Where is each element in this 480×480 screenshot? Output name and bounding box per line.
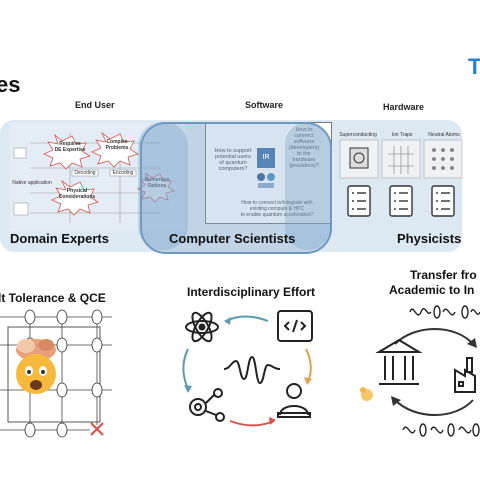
ir-box: IR bbox=[257, 148, 275, 168]
tag-native-application: Native application bbox=[12, 180, 52, 186]
hw-neutral-atoms-label: Neutral Atoms bbox=[428, 132, 460, 138]
role-computer-scientists: Computer Scientists bbox=[169, 231, 296, 246]
user-laptop-icon bbox=[277, 383, 311, 418]
transfer-diagram bbox=[355, 300, 480, 445]
role-physicists: Physicists bbox=[397, 231, 462, 246]
factory-icon bbox=[454, 357, 476, 393]
section-transfer-title-line2: Academic to In bbox=[389, 283, 475, 297]
tool-logos bbox=[256, 172, 276, 190]
column-header-software: Software bbox=[245, 100, 284, 110]
hand-icon bbox=[360, 387, 373, 401]
column-header-hardware: Hardware bbox=[383, 102, 425, 112]
section-interdisciplinary-title: Interdisciplinary Effort bbox=[186, 285, 316, 299]
overlap-right bbox=[285, 122, 330, 250]
hw-ion-traps-label: Ion Traps bbox=[391, 132, 413, 138]
overlap-left bbox=[138, 122, 188, 250]
gear-network-icon bbox=[189, 388, 225, 422]
section-fault-tolerance-title: lt Tolerance & QCE bbox=[0, 291, 106, 305]
computer-scientists-ellipse bbox=[140, 122, 332, 254]
slide-title: es bbox=[0, 72, 21, 97]
tag-decoding: Decoding bbox=[74, 170, 96, 176]
column-header-end-user: End User bbox=[75, 100, 115, 110]
exploding-head-icon bbox=[8, 336, 64, 398]
code-window-icon bbox=[277, 310, 313, 342]
interdisciplinary-cycle bbox=[176, 305, 326, 433]
waveform-icon bbox=[223, 355, 281, 385]
section-transfer-title-line1: Transfer fro bbox=[410, 268, 477, 282]
hw-superconducting-label: Superconducting bbox=[339, 132, 377, 138]
university-icon bbox=[375, 338, 423, 385]
atom-icon bbox=[185, 311, 219, 343]
logo: T bbox=[468, 54, 480, 79]
tag-encoding: Encoding bbox=[112, 170, 134, 176]
role-domain-experts: Domain Experts bbox=[10, 231, 109, 246]
hardware-diagram bbox=[338, 128, 463, 223]
